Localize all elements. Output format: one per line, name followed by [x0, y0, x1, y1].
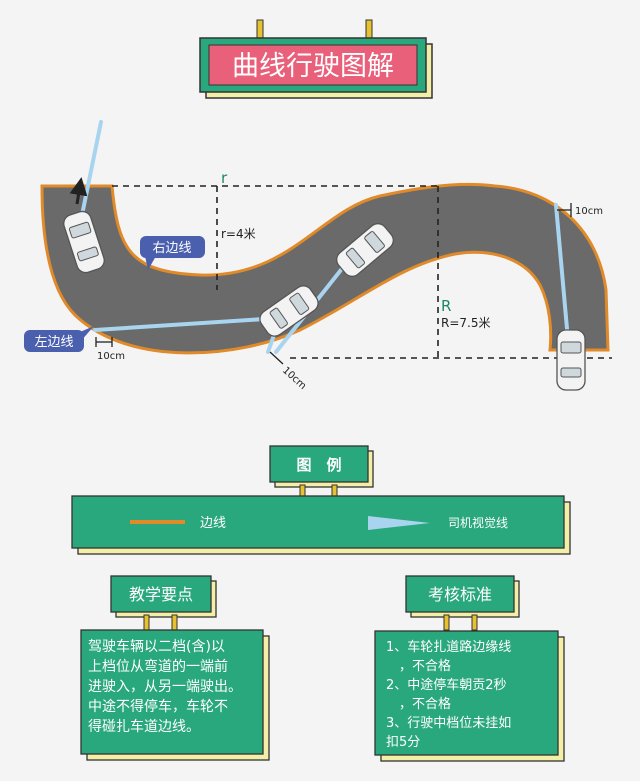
r-value: r=4米: [221, 227, 256, 241]
assessment-section: 考核标准: [374, 575, 565, 762]
teaching-section: 教学要点: [80, 575, 270, 761]
distance-label-middle: 10cm: [280, 365, 308, 392]
teaching-line: 得碰扎车道边线。: [88, 719, 200, 735]
teaching-line: 驾驶车辆以二档(含)以: [88, 639, 225, 655]
assessment-line: 1、车轮扎道路边缘线: [386, 640, 512, 655]
svg-text:右边线: 右边线: [152, 241, 191, 256]
car-middle-upper: [336, 223, 394, 277]
teaching-line: 中途不得停车，车轮不: [88, 699, 228, 715]
car-right: [556, 329, 586, 391]
assessment-text: 1、车轮扎道路边缘线 ，不合格 2、中途停车朝贡2秒 ，不合格 3、行驶中档位未…: [386, 638, 554, 752]
title-sign: 曲线行驶图解: [199, 19, 433, 99]
assessment-line: ，不合格: [386, 659, 452, 674]
callout-right-edge: 右边线: [140, 236, 205, 270]
teaching-text: 驾驶车辆以二档(含)以 上档位从弯道的一端前 进驶入，从另一端驶出。 中途不得停…: [88, 637, 258, 737]
r-label: r: [221, 169, 228, 187]
curved-road: [40, 182, 610, 355]
car-top-left: [63, 210, 105, 274]
teaching-line: 进驶入，从另一端驶出。: [88, 679, 242, 695]
distance-markers: [95, 203, 572, 365]
teaching-title: 教学要点: [129, 585, 193, 604]
direction-arrow-icon: [69, 177, 88, 205]
svg-text:左边线: 左边线: [34, 335, 73, 350]
legend-sight-label: 司机视觉线: [448, 515, 508, 530]
R-label: R: [441, 297, 451, 315]
legend-title: 图 例: [296, 456, 341, 474]
legend-sight-swatch: [368, 516, 430, 530]
assessment-line: 3、行驶中档位未挂如: [386, 716, 512, 731]
assessment-line: ，不合格: [386, 697, 452, 712]
teaching-line: 上档位从弯道的一端前: [88, 659, 228, 675]
car-middle-lower: [259, 285, 319, 337]
assessment-line: 扣5分: [386, 735, 421, 750]
assessment-line: 2、中途停车朝贡2秒: [386, 678, 507, 693]
R-value: R=7.5米: [441, 316, 490, 330]
assessment-title: 考核标准: [428, 585, 492, 604]
legend-edge-label: 边线: [200, 516, 226, 531]
page-title: 曲线行驶图解: [232, 51, 394, 82]
callout-left-edge: 左边线: [24, 326, 94, 352]
legend-section: 图 例 边线 司机视觉线: [71, 445, 571, 555]
distance-label-right: 10cm: [575, 206, 603, 217]
road-surface: [40, 182, 610, 355]
distance-label-left: 10cm: [97, 351, 125, 362]
